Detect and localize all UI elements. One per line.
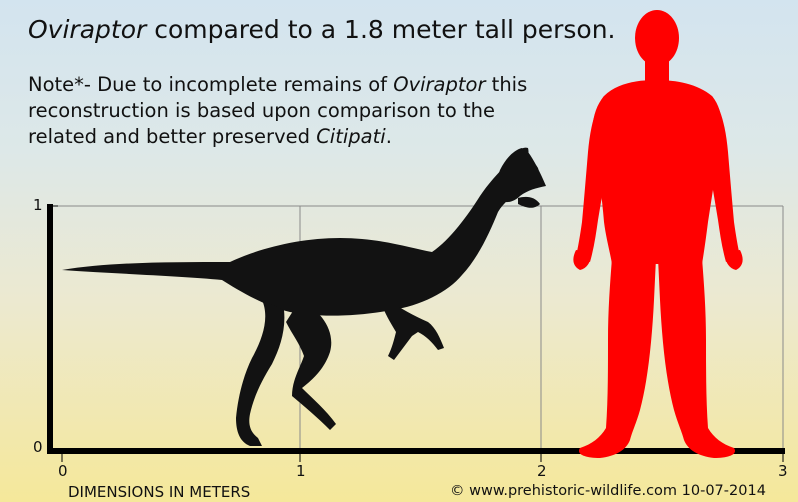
title-species: Oviraptor (28, 15, 146, 44)
oviraptor-silhouette (62, 148, 546, 446)
diagram-title: Oviraptor compared to a 1.8 meter tall p… (28, 15, 615, 44)
note-line-2: reconstruction is based upon comparison … (28, 99, 495, 122)
note-line-1-prefix: Note*- Due to incomplete remains of (28, 73, 393, 96)
note-line-3-italic: Citipati (316, 125, 386, 148)
x-axis-label: DIMENSIONS IN METERS (68, 483, 250, 501)
x-tick-label-3: 3 (778, 462, 788, 480)
title-rest: compared to a 1.8 meter tall person. (146, 15, 615, 44)
note-line-1: Note*- Due to incomplete remains of Ovir… (28, 73, 527, 96)
y-axis (47, 204, 53, 454)
note-line-3-suffix: . (386, 125, 392, 148)
note-line-3-prefix: related and better preserved (28, 125, 316, 148)
x-axis (47, 448, 785, 454)
y-tick-label-1: 1 (33, 196, 43, 214)
note-line-3: related and better preserved Citipati. (28, 125, 392, 148)
note-line-1-italic: Oviraptor (393, 73, 485, 96)
x-tick-label-2: 2 (537, 462, 547, 480)
note-line-1-suffix: this (485, 73, 527, 96)
credit-text: © www.prehistoric-wildlife.com 10-07-201… (450, 483, 766, 499)
x-tick-label-1: 1 (296, 462, 306, 480)
y-tick-label-0: 0 (33, 438, 43, 456)
x-tick-label-0: 0 (58, 462, 68, 480)
human-silhouette (573, 10, 742, 458)
